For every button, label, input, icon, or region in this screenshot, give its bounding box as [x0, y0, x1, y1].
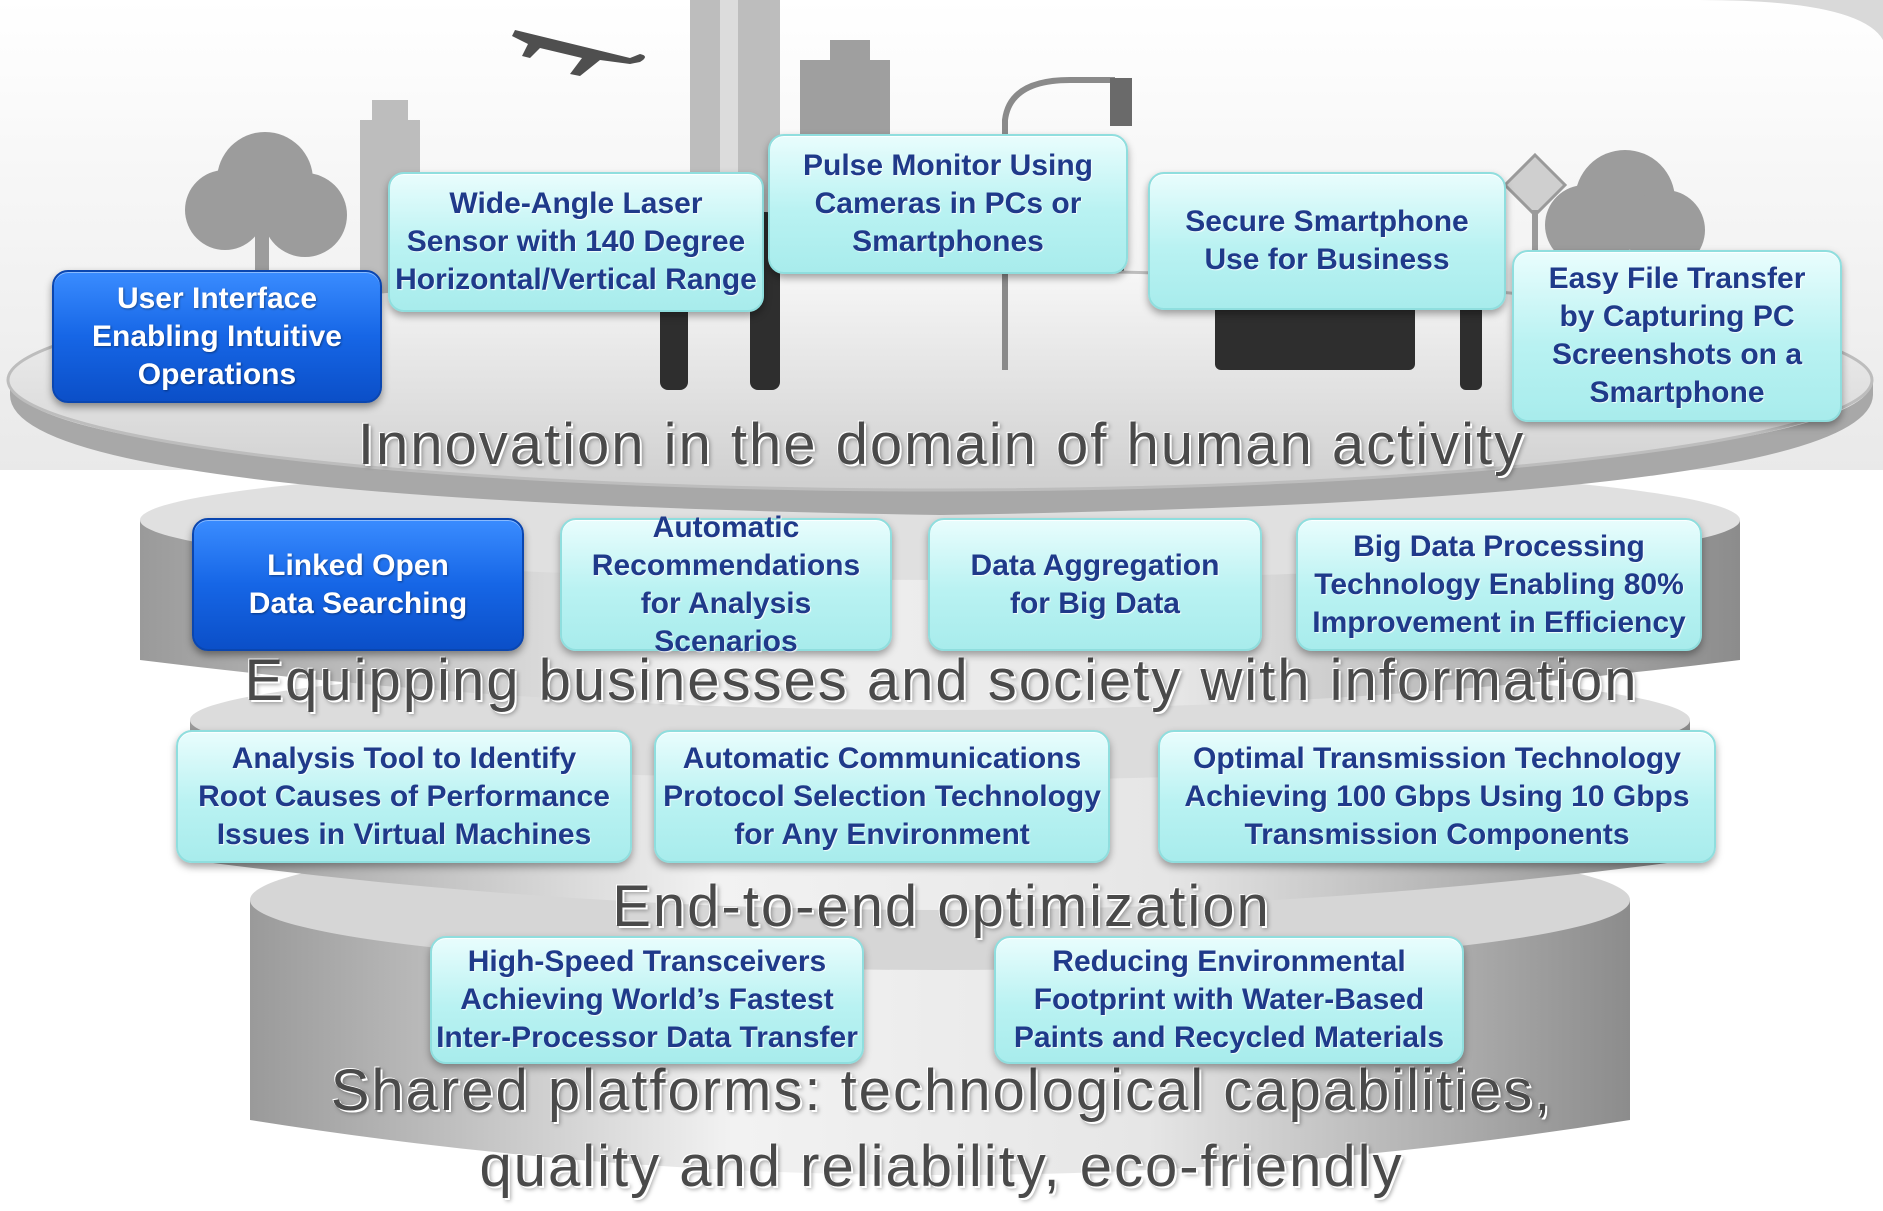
tier-heading-platforms-line1: Shared platforms: technological capabili…	[330, 1058, 1553, 1123]
box-file-transfer: Easy File Transfer by Capturing PC Scree…	[1512, 250, 1842, 422]
tier-heading-platforms-line2: quality and reliability, eco-friendly	[479, 1134, 1404, 1199]
box-environmental: Reducing Environmental Footprint with Wa…	[994, 936, 1464, 1064]
box-protocol-selection: Automatic Communications Protocol Select…	[654, 730, 1110, 863]
box-transceivers: High-Speed Transceivers Achieving World’…	[430, 936, 864, 1064]
tier-heading-optimization: End-to-end optimization	[612, 874, 1271, 939]
box-pulse-monitor: Pulse Monitor Using Cameras in PCs or Sm…	[768, 134, 1128, 274]
box-data-aggregation: Data Aggregation for Big Data	[928, 518, 1262, 651]
box-optimal-transmission: Optimal Transmission Technology Achievin…	[1158, 730, 1716, 863]
box-user-interface: User Interface Enabling Intuitive Operat…	[52, 270, 382, 403]
box-auto-recommendations: Automatic Recommendations for Analysis S…	[560, 511, 892, 658]
box-big-data-processing: Big Data Processing Technology Enabling …	[1296, 518, 1702, 651]
box-analysis-tool: Analysis Tool to Identify Root Causes of…	[176, 730, 632, 863]
box-laser-sensor: Wide-Angle Laser Sensor with 140 Degree …	[388, 172, 764, 312]
tree-left-icon	[185, 132, 347, 300]
tier-heading-human-activity: Innovation in the domain of human activi…	[357, 412, 1526, 477]
box-secure-smartphone: Secure Smartphone Use for Business	[1148, 172, 1506, 310]
tier-heading-information: Equipping businesses and society with in…	[244, 648, 1639, 713]
box-linked-open-data: Linked Open Data Searching	[192, 518, 524, 651]
airplane-icon	[512, 30, 645, 76]
